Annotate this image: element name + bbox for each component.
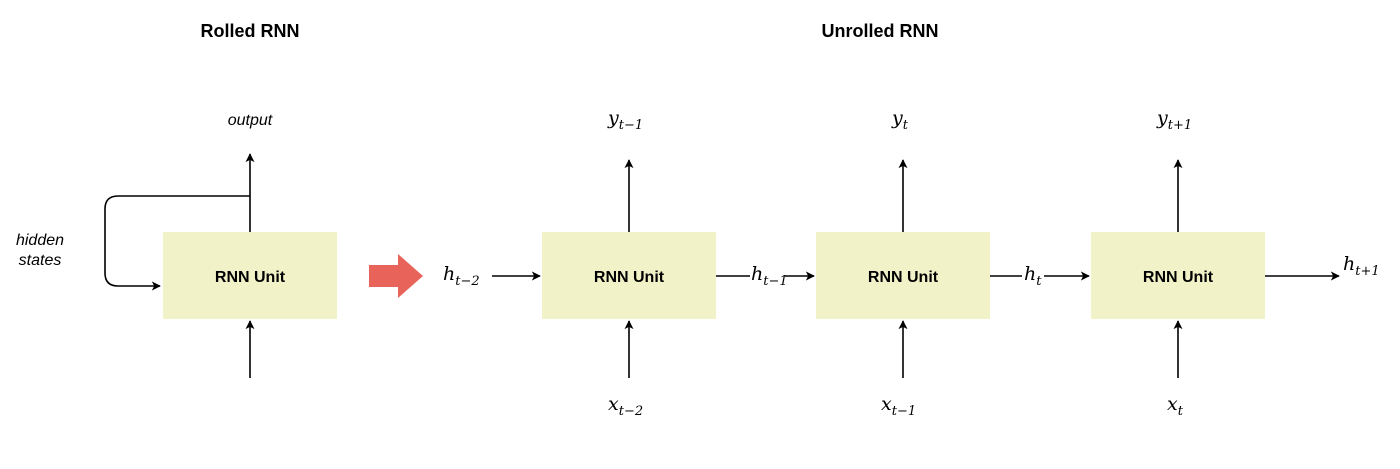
- unroll-transition-arrow-icon: [369, 254, 423, 298]
- input-label-x-t-minus-1: xt−1: [881, 393, 916, 419]
- hidden-label-h-t: ht: [1024, 263, 1042, 289]
- rolled-rnn-unit-box: [163, 232, 337, 319]
- output-label-y-t-minus-1: yt−1: [607, 107, 643, 133]
- rolled-recurrent-loop-arrow: [104, 195, 250, 291]
- output-label-y-t: yt: [891, 107, 909, 133]
- hidden-label-h-t-minus-1: ht−1: [751, 263, 788, 289]
- input-label-x-t-minus-2: xt−2: [608, 393, 643, 419]
- unrolled-unit-box-3: [1091, 232, 1265, 319]
- input-label-x-t: xt: [1167, 393, 1184, 419]
- output-label-y-t-plus-1: yt+1: [1156, 107, 1192, 133]
- unrolled-unit-box-1: [542, 232, 716, 319]
- hidden-label-h-t-minus-2: ht−2: [443, 263, 480, 289]
- unrolled-rnn-title: Unrolled RNN: [822, 21, 939, 41]
- output-label: output: [228, 112, 273, 129]
- hidden-states-label-line1: hidden: [16, 232, 64, 249]
- unrolled-unit-label-1: RNN Unit: [594, 269, 665, 286]
- rolled-rnn-title: Rolled RNN: [201, 21, 300, 41]
- hidden-states-label-line2: states: [19, 252, 62, 269]
- rolled-rnn-unit-label: RNN Unit: [215, 269, 286, 286]
- unrolled-unit-box-2: [816, 232, 990, 319]
- unrolled-unit-label-2: RNN Unit: [868, 269, 939, 286]
- hidden-label-h-t-plus-1: ht+1: [1343, 253, 1380, 279]
- unrolled-unit-label-3: RNN Unit: [1143, 269, 1214, 286]
